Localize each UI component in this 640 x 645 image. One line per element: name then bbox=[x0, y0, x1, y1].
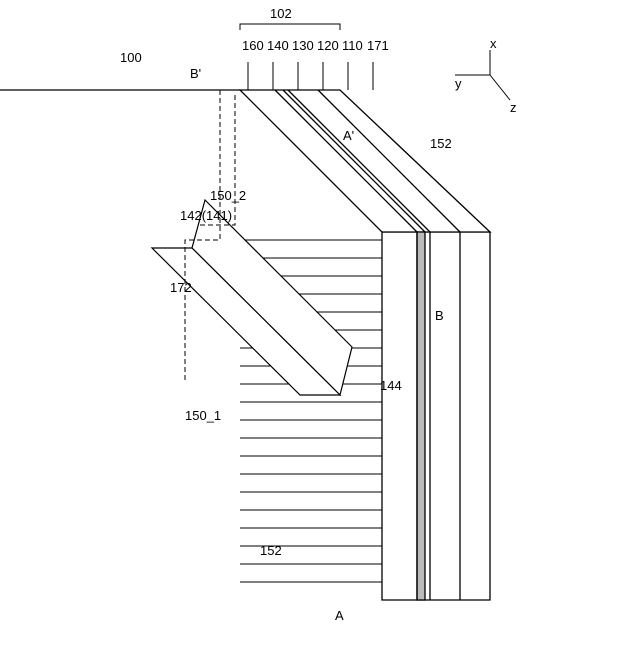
label-152-bottom: 152 bbox=[260, 543, 282, 558]
label-150-2: 150_2 bbox=[210, 188, 246, 203]
label-section-a: A bbox=[335, 608, 344, 623]
label-section-b-prime: B' bbox=[190, 66, 201, 81]
layer-labels: 160 140 130 120 110 171 bbox=[242, 38, 389, 53]
label-100: 100 bbox=[120, 50, 142, 65]
layer-130-hatched bbox=[417, 232, 425, 600]
label-142: 142(141) bbox=[180, 208, 232, 223]
label-152-top: 152 bbox=[430, 136, 452, 151]
layer-label: 120 bbox=[317, 38, 339, 53]
block-top-face bbox=[240, 90, 490, 232]
layer-label: 110 bbox=[342, 38, 363, 53]
label-axis-y: y bbox=[455, 76, 462, 91]
label-axis-z: z bbox=[510, 100, 517, 115]
layer-label: 140 bbox=[267, 38, 289, 53]
leader-lines bbox=[240, 24, 510, 100]
label-section-b: B bbox=[435, 308, 444, 323]
label-102: 102 bbox=[270, 6, 292, 21]
device-block bbox=[0, 90, 490, 600]
label-150-1: 150_1 bbox=[185, 408, 221, 423]
block-front-face bbox=[382, 232, 490, 600]
label-section-a-prime: A' bbox=[343, 128, 354, 143]
layer-label: 171 bbox=[367, 38, 389, 53]
label-144: 144 bbox=[380, 378, 402, 393]
axis-z-arrow bbox=[490, 75, 510, 100]
layer-label: 130 bbox=[292, 38, 314, 53]
bracket-102 bbox=[240, 24, 340, 30]
figure-rotated-group: 100 102 x y z 142(141) 172 150_2 150_1 1… bbox=[0, 6, 517, 623]
label-axis-x: x bbox=[490, 36, 497, 51]
layer-label: 160 bbox=[242, 38, 264, 53]
label-172: 172 bbox=[170, 280, 192, 295]
